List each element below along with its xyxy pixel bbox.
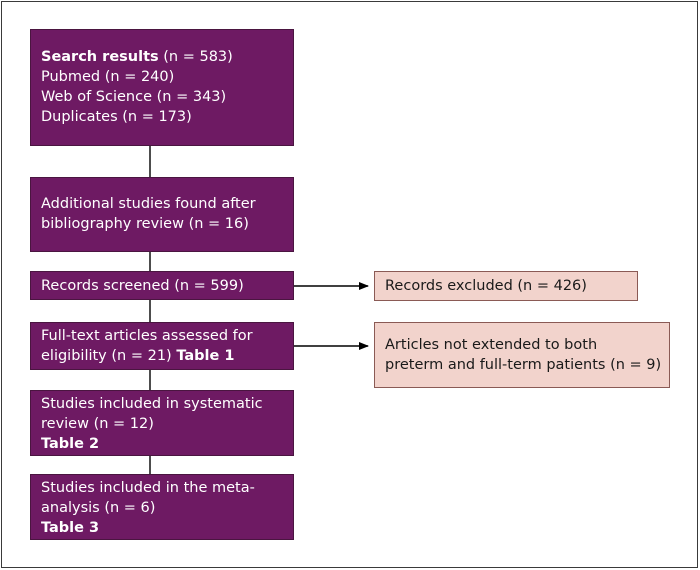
additional-studies-box: Additional studies found after bibliogra…	[30, 177, 294, 252]
duplicates-count: Duplicates (n = 173)	[41, 109, 192, 125]
articles-not-extended-line1: Articles not extended to both	[385, 337, 598, 353]
systematic-review-line2: review (n = 12)	[41, 416, 154, 432]
search-results-count: (n = 583)	[158, 49, 233, 65]
table-2-reference: Table 2	[41, 436, 100, 452]
records-excluded-text: Records excluded (n = 426)	[385, 278, 587, 294]
table-1-reference: Table 1	[176, 348, 235, 364]
full-text-line2: eligibility (n = 21)	[41, 348, 177, 364]
full-text-line1: Full-text articles assessed for	[41, 328, 253, 344]
search-results-box: Search results (n = 583) Pubmed (n = 240…	[30, 29, 294, 146]
meta-analysis-box: Studies included in the meta- analysis (…	[30, 474, 294, 540]
records-screened-box: Records screened (n = 599)	[30, 271, 294, 300]
records-screened-text: Records screened (n = 599)	[41, 278, 244, 294]
web-of-science-count: Web of Science (n = 343)	[41, 89, 227, 105]
records-excluded-box: Records excluded (n = 426)	[374, 271, 638, 301]
systematic-review-line1: Studies included in systematic	[41, 396, 263, 412]
pubmed-count: Pubmed (n = 240)	[41, 69, 175, 85]
meta-analysis-line2: analysis (n = 6)	[41, 500, 156, 516]
systematic-review-box: Studies included in systematic review (n…	[30, 390, 294, 456]
table-3-reference: Table 3	[41, 520, 100, 536]
articles-not-extended-box: Articles not extended to both preterm an…	[374, 322, 670, 388]
full-text-articles-box: Full-text articles assessed for eligibil…	[30, 322, 294, 370]
additional-studies-line2: bibliography review (n = 16)	[41, 216, 249, 232]
articles-not-extended-line2: preterm and full-term patients (n = 9)	[385, 357, 662, 373]
meta-analysis-line1: Studies included in the meta-	[41, 480, 255, 496]
full-text-line2-wrap: eligibility (n = 21) Table 1	[41, 346, 283, 366]
search-results-title-line: Search results (n = 583)	[41, 47, 283, 67]
additional-studies-line1: Additional studies found after	[41, 196, 256, 212]
search-results-title: Search results	[41, 49, 159, 65]
